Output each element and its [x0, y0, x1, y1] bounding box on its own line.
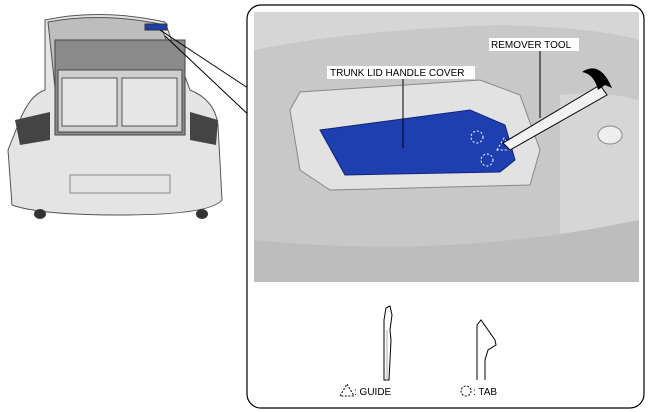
- tab-marker: [470, 130, 484, 144]
- callout-line-lower: [164, 35, 255, 121]
- pry-direction-arrow-icon: [582, 68, 612, 90]
- tab-profile-illustration: [476, 319, 497, 380]
- label-trunk-lid-handle-cover: TRUNK LID HANDLE COVER: [330, 68, 464, 79]
- legend-tab-label: : TAB: [473, 387, 497, 398]
- remover-tool: [502, 84, 608, 151]
- guide-profile-illustration: [383, 305, 393, 381]
- callout-line-upper: [159, 29, 255, 93]
- legend-guide-label: : GUIDE: [354, 387, 392, 398]
- car-rear-illustration: [7, 14, 223, 219]
- tab-legend-icon: [460, 385, 472, 397]
- trunk-lid-handle-cover: [319, 109, 516, 176]
- label-remover-tool: REMOVER TOOL: [491, 40, 572, 51]
- tab-marker: [480, 153, 494, 167]
